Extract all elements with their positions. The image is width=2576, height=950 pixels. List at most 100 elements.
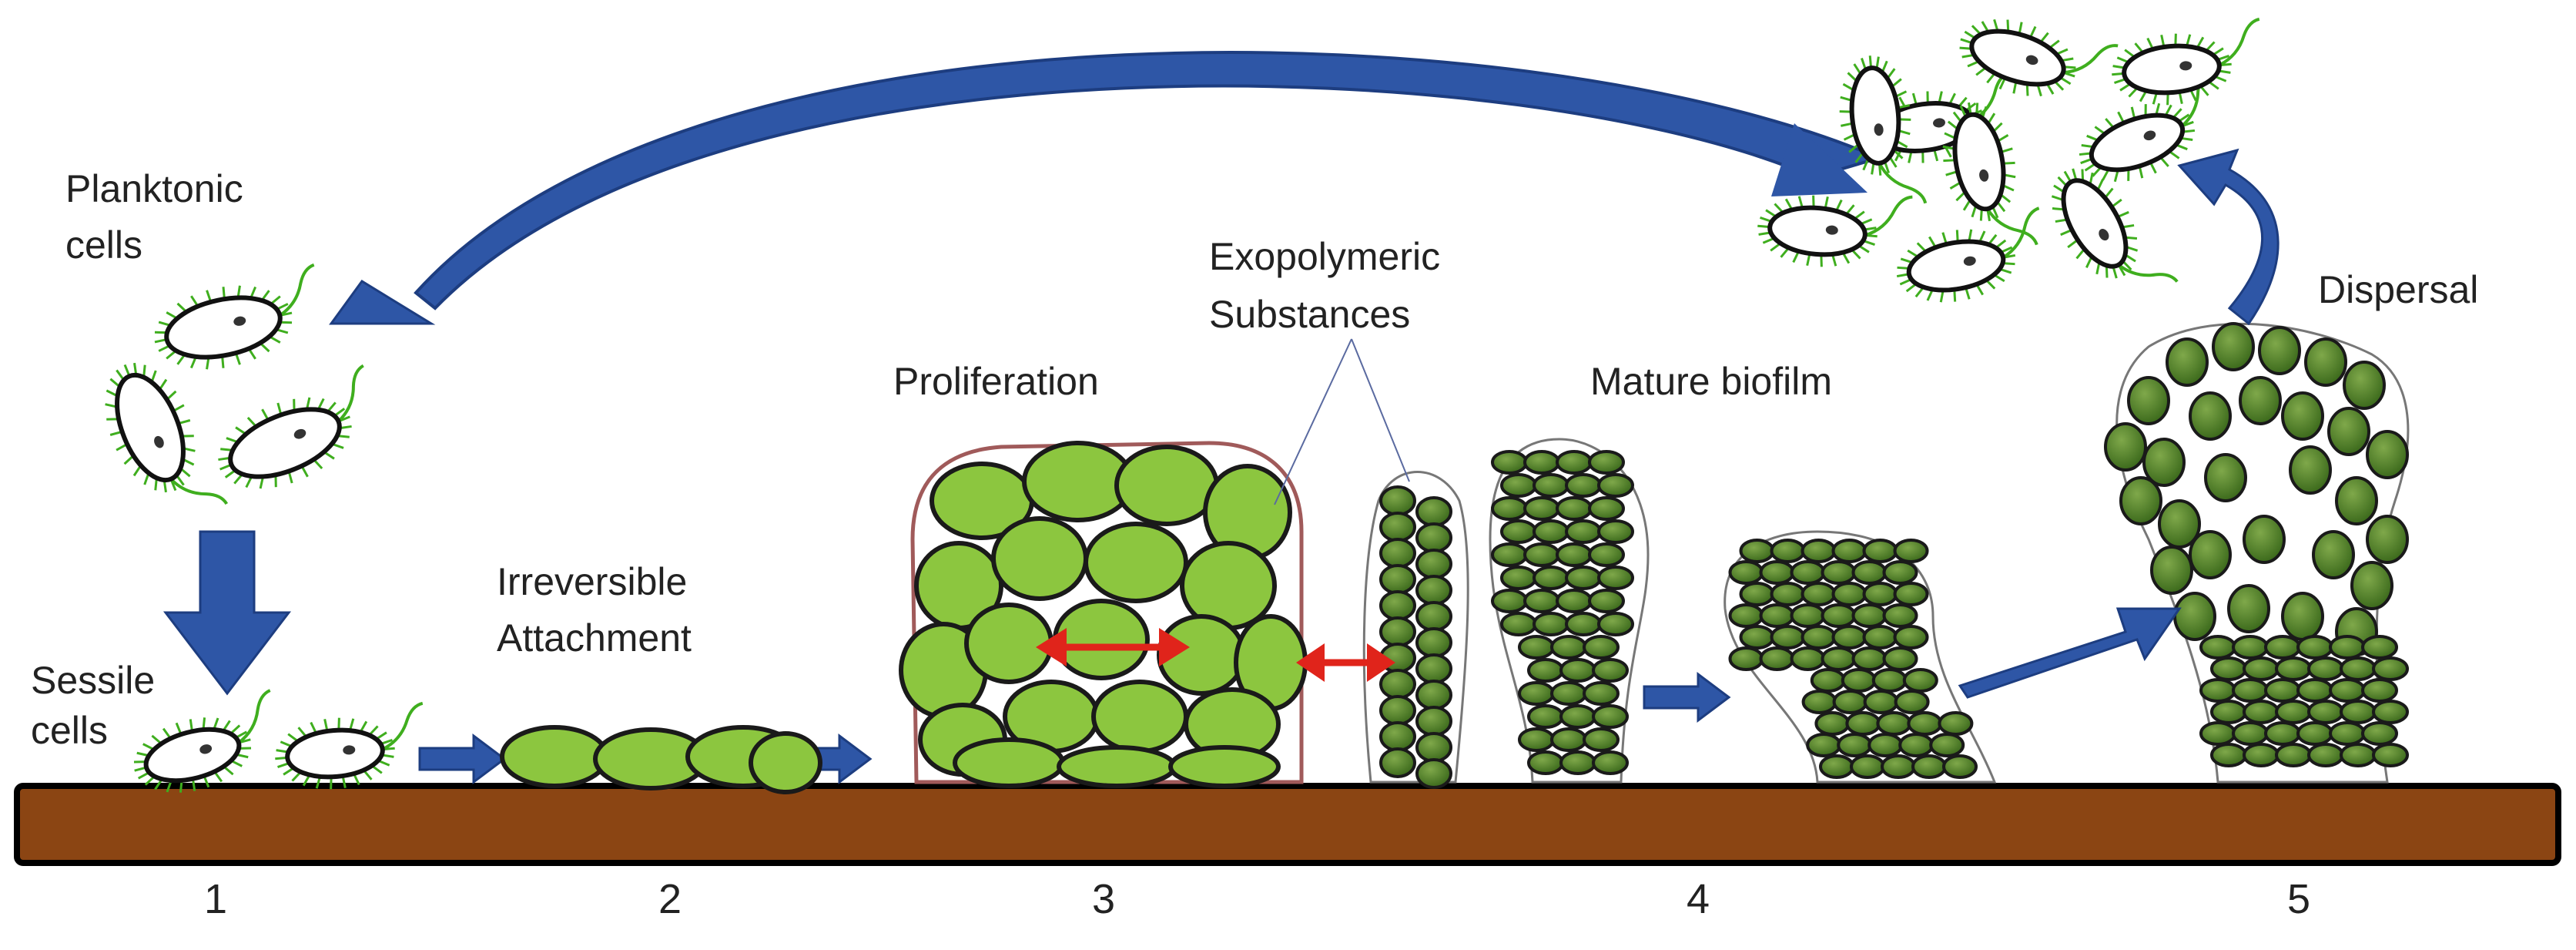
- biofilm-cell: [1415, 758, 1452, 789]
- bacterium: [1959, 18, 2119, 97]
- biofilm-cell: [1790, 646, 1826, 671]
- biofilm-cell: [2335, 476, 2378, 525]
- biofilm-cell: [1881, 754, 1916, 779]
- biofilm-cell: [1415, 680, 1452, 710]
- biofilm-cell: [1415, 575, 1452, 606]
- biofilm-cell: [1491, 496, 1528, 521]
- biofilm-cell: [1415, 653, 1452, 684]
- biofilm-cell: [1862, 539, 1898, 563]
- biofilm-cell: [2340, 656, 2377, 681]
- eps-arrow-inner: [1036, 628, 1190, 666]
- bacterium: [218, 364, 364, 489]
- biofilm-cell: [1821, 560, 1857, 585]
- biofilm-cell: [1882, 560, 1918, 585]
- biofilm-cell: [1415, 601, 1452, 632]
- bacterium: [275, 701, 424, 790]
- biofilm-cell: [2329, 678, 2366, 703]
- biofilm-cell: [2275, 743, 2312, 767]
- biofilm-cell: [1500, 612, 1537, 636]
- biofilm-cell: [1559, 704, 1596, 729]
- planktonic-cells: [105, 263, 364, 505]
- label-mature-biofilm: Mature biofilm: [1590, 360, 1832, 403]
- label-irreversible-1: Irreversible: [497, 560, 687, 603]
- biofilm-cell: [2232, 721, 2269, 746]
- sessile-cells: [133, 689, 424, 793]
- biofilm-cell: [1850, 754, 1885, 779]
- biofilm-cell: [1739, 539, 1775, 563]
- biofilm-cell: [1379, 747, 1416, 778]
- biofilm-cell: [1415, 522, 1452, 553]
- bacterium: [1757, 195, 1913, 267]
- biofilm-cell: [1845, 711, 1881, 736]
- biofilm-cell: [1739, 625, 1775, 650]
- biofilm-cell: [1533, 519, 1569, 544]
- biofilm-cell: [2150, 545, 2193, 595]
- biofilm-cell: [1533, 612, 1569, 636]
- biofilm-cell: [1728, 560, 1764, 585]
- biofilm-cell: [2275, 700, 2312, 724]
- biofilm-cell: [1907, 711, 1943, 736]
- biofilm-cell: [2329, 721, 2366, 746]
- biofilm-cell: [1565, 473, 1602, 498]
- biofilm-cell: [1379, 669, 1416, 700]
- biofilm-cell: [1379, 485, 1416, 516]
- stage-number-5: 5: [2287, 876, 2310, 922]
- biofilm-cell: [2227, 584, 2270, 633]
- label-exopolymeric-2: Substances: [1209, 293, 1410, 336]
- bacterium: [2079, 69, 2210, 183]
- biofilm-cell: [1379, 616, 1416, 647]
- biofilm-cell: [1523, 589, 1560, 613]
- label-dispersal: Dispersal: [2318, 268, 2478, 311]
- biofilm-cell: [1415, 549, 1452, 579]
- biofilm-cell: [2258, 326, 2301, 375]
- biofilm-cell: [1821, 646, 1857, 671]
- biofilm-cell: [2275, 656, 2312, 681]
- biofilm-cell: [2361, 721, 2398, 746]
- biofilm-cell: [1728, 603, 1764, 628]
- biofilm-cell: [1523, 450, 1560, 475]
- biofilm-cell: [1518, 727, 1555, 752]
- eps-arrow-between: [1296, 643, 1395, 682]
- biofilm-cell: [1597, 519, 1634, 544]
- biofilm-cell: [1851, 560, 1888, 585]
- biofilm-cell: [1863, 690, 1899, 714]
- biofilm-cell: [1862, 625, 1898, 650]
- biofilm-cell: [2199, 678, 2236, 703]
- label-sessile-2: cells: [31, 709, 108, 752]
- biofilm-cell: [2243, 743, 2280, 767]
- biofilm-cell: [2307, 743, 2344, 767]
- biofilm-cell: [2189, 530, 2232, 579]
- biofilm-cell: [1583, 635, 1620, 660]
- biofilm-cell: [2212, 322, 2255, 371]
- biofilm-cell: [1597, 612, 1634, 636]
- biofilm-cell: [1894, 690, 1930, 714]
- biofilm-cell: [1415, 732, 1452, 763]
- microcolony-column: [1362, 471, 1469, 789]
- biofilm-cell: [2210, 656, 2247, 681]
- biofilm-cell: [1893, 625, 1929, 650]
- bacterium: [1896, 206, 2040, 303]
- biofilm-cell: [1491, 589, 1528, 613]
- biofilm-cell: [1819, 754, 1854, 779]
- biofilm-cell: [1559, 750, 1596, 775]
- biofilm-cell: [1929, 733, 1965, 757]
- biofilm-cell: [2142, 438, 2186, 487]
- biofilm-cell: [1379, 590, 1416, 621]
- biofilm-cell: [1893, 539, 1929, 563]
- biofilm-cell: [2361, 635, 2398, 660]
- bacterium: [2051, 168, 2179, 283]
- biofilm-cell: [1379, 695, 1416, 726]
- biofilm-cell: [1801, 690, 1837, 714]
- biofilm-cell: [2239, 376, 2282, 425]
- biofilm-cell: [1550, 681, 1587, 706]
- biofilm-cell: [2372, 700, 2409, 724]
- biofilm-cell: [1837, 733, 1873, 757]
- biofilm-cell: [2281, 391, 2324, 441]
- biofilm-cell: [2166, 337, 2209, 387]
- biofilm-cell: [1556, 496, 1593, 521]
- biofilm-cell: [1588, 450, 1625, 475]
- biofilm-cell: [1565, 566, 1602, 590]
- biofilm-cell: [1592, 704, 1629, 729]
- biofilm-cell: [1831, 539, 1868, 563]
